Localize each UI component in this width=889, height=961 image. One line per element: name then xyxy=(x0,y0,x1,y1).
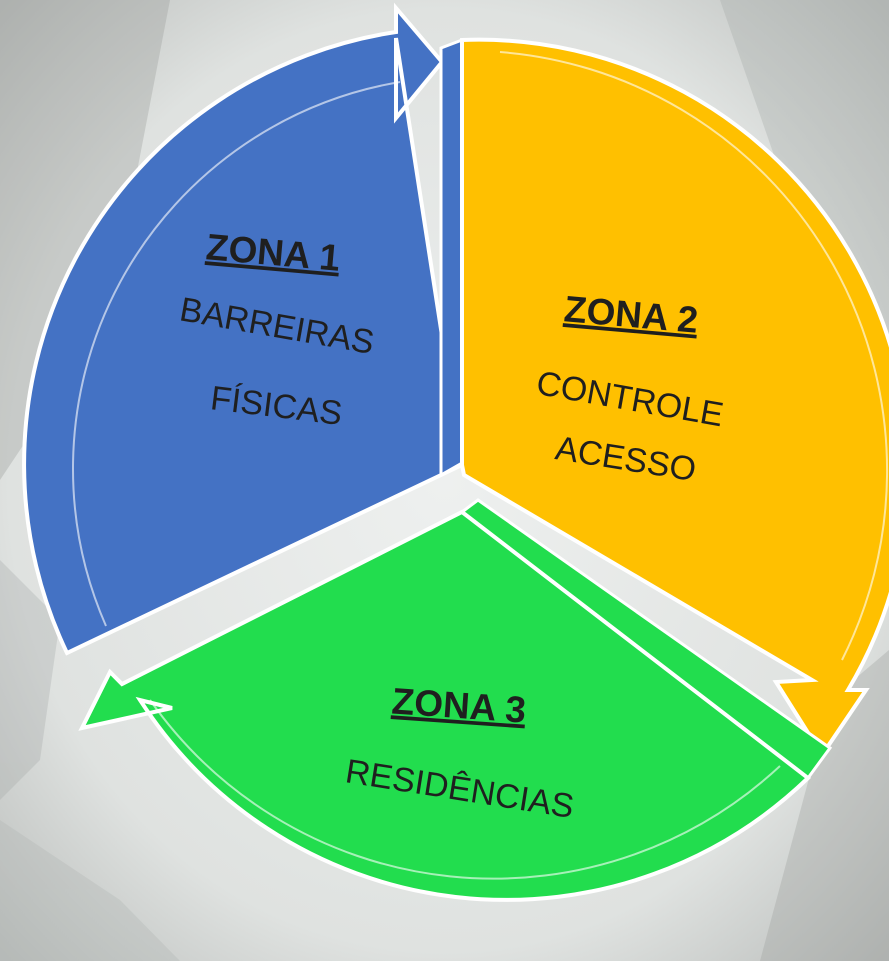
zone-3-inner-ring xyxy=(149,699,781,880)
zone-1-inner-ring xyxy=(72,81,401,627)
zone-2-inner-ring xyxy=(499,51,889,661)
zone-3-segment: ZONA 3 RESIDÊNCIAS xyxy=(78,498,833,902)
zone-2-sector xyxy=(460,37,889,759)
zone-3-title: ZONA 3 xyxy=(390,680,527,730)
zone-2-segment: ZONA 2 CONTROLE ACESSO xyxy=(460,37,889,759)
zone-1-sector xyxy=(22,2,465,656)
zone-3-sector xyxy=(78,509,812,902)
zone-1-segment: ZONA 1 BARREIRAS FÍSICAS xyxy=(22,2,465,656)
zone-1-divider-strip xyxy=(439,37,464,478)
